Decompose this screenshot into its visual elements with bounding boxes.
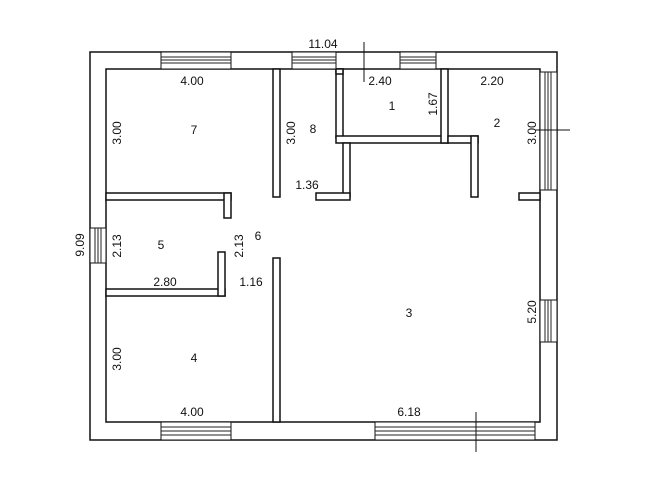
window-left-room5 <box>89 227 107 264</box>
window-right-room3 <box>539 299 558 343</box>
dim-room3-width: 6.18 <box>397 405 421 419</box>
dim-room5-width: 2.80 <box>153 275 177 289</box>
dim-room2-height: 3.00 <box>525 121 539 145</box>
window-right-room2 <box>539 71 558 191</box>
wall-7-8 <box>272 68 281 198</box>
dim-room4-height: 3.00 <box>110 347 124 371</box>
dim-room2-width: 2.20 <box>480 74 504 88</box>
room-number-2: 2 <box>494 116 501 130</box>
dim-room4-width: 4.00 <box>180 405 204 419</box>
wall-4-3 <box>272 257 281 423</box>
dim-room1-height: 1.67 <box>426 92 440 116</box>
room-numbers: 1 2 3 4 5 6 7 8 <box>158 99 501 365</box>
dim-room5-height: 2.13 <box>110 234 124 258</box>
room-number-3: 3 <box>406 306 413 320</box>
wall-stub-top <box>335 68 344 75</box>
room-number-1: 1 <box>389 99 396 113</box>
room-number-5: 5 <box>158 238 165 252</box>
room-number-6: 6 <box>255 229 262 243</box>
wall-5-4 <box>105 288 226 297</box>
wall-7-5 <box>105 192 232 201</box>
room-number-8: 8 <box>310 122 317 136</box>
wall-1-bottom <box>335 135 449 144</box>
window-top-room1 <box>399 51 437 70</box>
room-number-4: 4 <box>191 351 198 365</box>
wall-8-3-stub <box>315 192 351 201</box>
dim-room8-height: 3.00 <box>284 121 298 145</box>
dim-room6-width: 1.16 <box>239 275 263 289</box>
wall-2-3-stub <box>518 192 541 201</box>
room-number-7: 7 <box>191 123 198 137</box>
window-bottom-room4 <box>160 421 232 441</box>
dim-room7-width: 4.00 <box>180 74 204 88</box>
dim-room7-height: 3.00 <box>110 121 124 145</box>
dim-total-width: 11.04 <box>308 37 337 51</box>
dim-room6-height: 2.13 <box>232 234 246 258</box>
wall-7-5-stub <box>223 192 232 219</box>
dim-total-height: 9.09 <box>73 233 87 257</box>
axis-markers <box>363 42 570 452</box>
windows <box>89 51 558 441</box>
wall-5-6-stub <box>217 251 226 297</box>
dim-room1-width: 2.40 <box>368 74 392 88</box>
window-top-room7 <box>160 51 232 70</box>
wall-2-3 <box>470 135 479 198</box>
window-bottom-room3 <box>374 421 536 441</box>
dimension-labels: 11.04 9.09 4.00 3.00 3.00 1.36 2.40 1.67… <box>73 37 539 419</box>
wall-1-left <box>335 68 344 139</box>
wall-1-right <box>440 68 449 144</box>
dim-room8-width: 1.36 <box>295 178 319 192</box>
interior-walls <box>105 68 541 423</box>
window-top-room8 <box>291 51 337 70</box>
wall-8-3 <box>342 142 351 198</box>
dim-room3-height: 5.20 <box>525 300 539 324</box>
